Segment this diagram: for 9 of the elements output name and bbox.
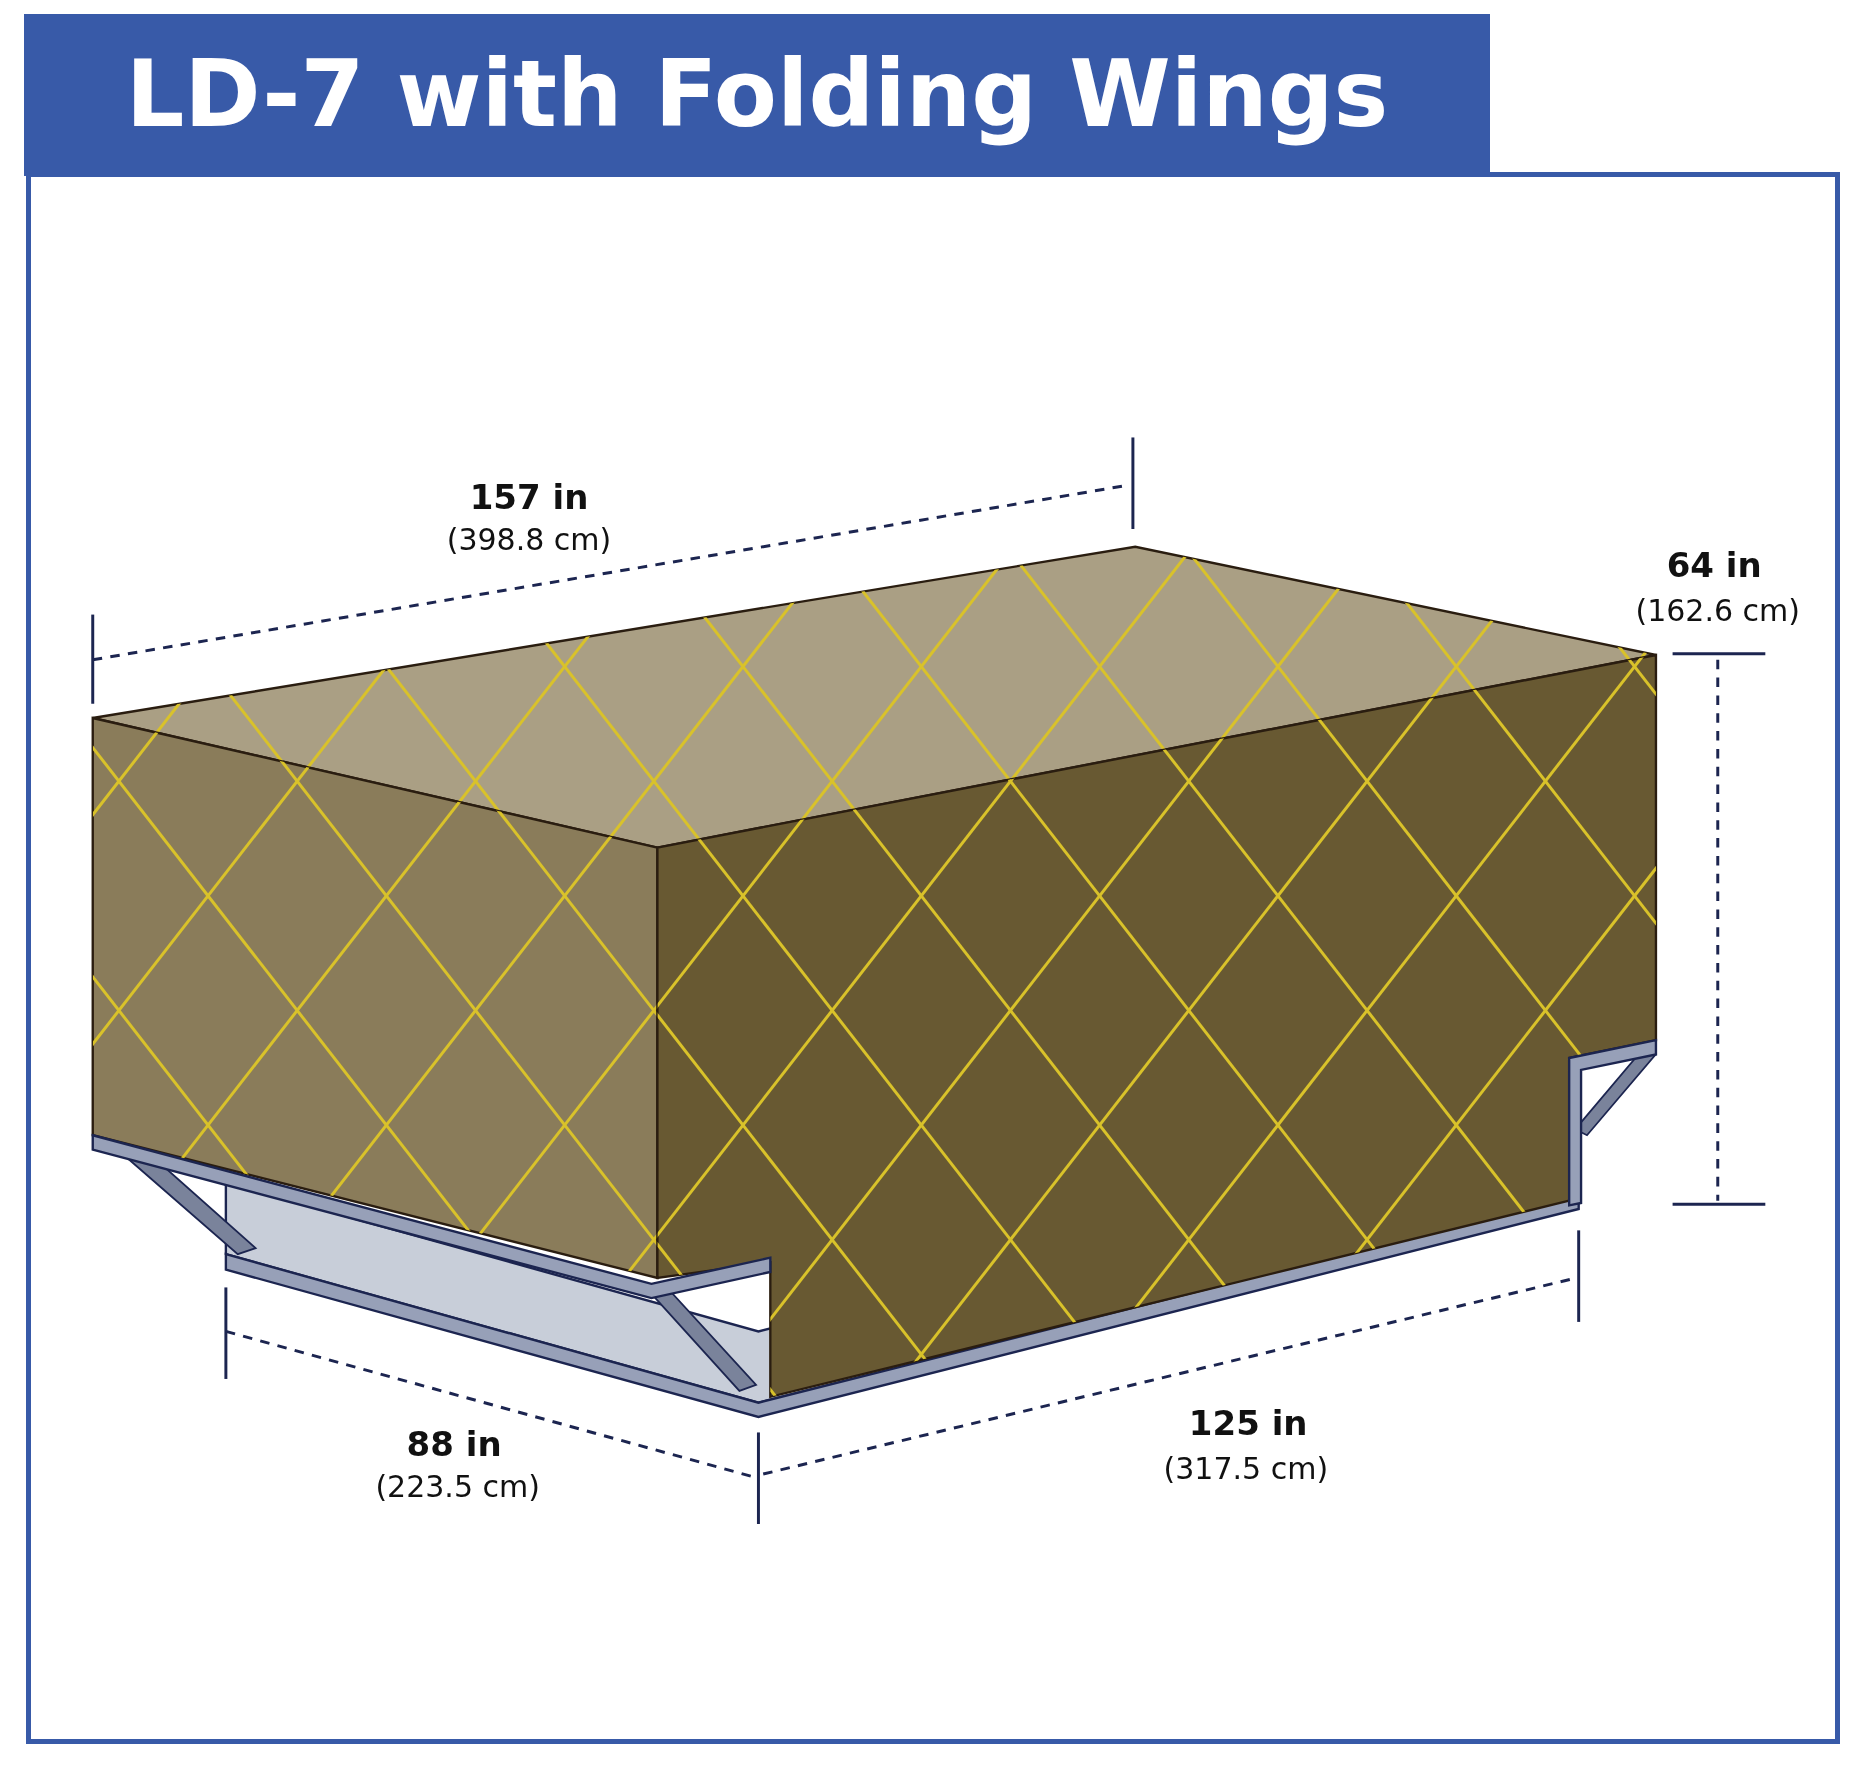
dimension-value: 64 in bbox=[1666, 544, 1762, 585]
dimension-value: 125 in bbox=[1188, 1402, 1308, 1443]
dimension-value: 88 in bbox=[406, 1424, 502, 1465]
title-banner: LD-7 with Folding Wings bbox=[24, 14, 1490, 176]
dimension-metric: (398.8 cm) bbox=[446, 521, 612, 556]
dimension-metric: (317.5 cm) bbox=[1163, 1450, 1329, 1486]
dimension-metric: (223.5 cm) bbox=[375, 1468, 540, 1504]
dimension-value: 157 in bbox=[469, 476, 589, 517]
dimension-metric: (162.6 cm) bbox=[1635, 592, 1801, 628]
